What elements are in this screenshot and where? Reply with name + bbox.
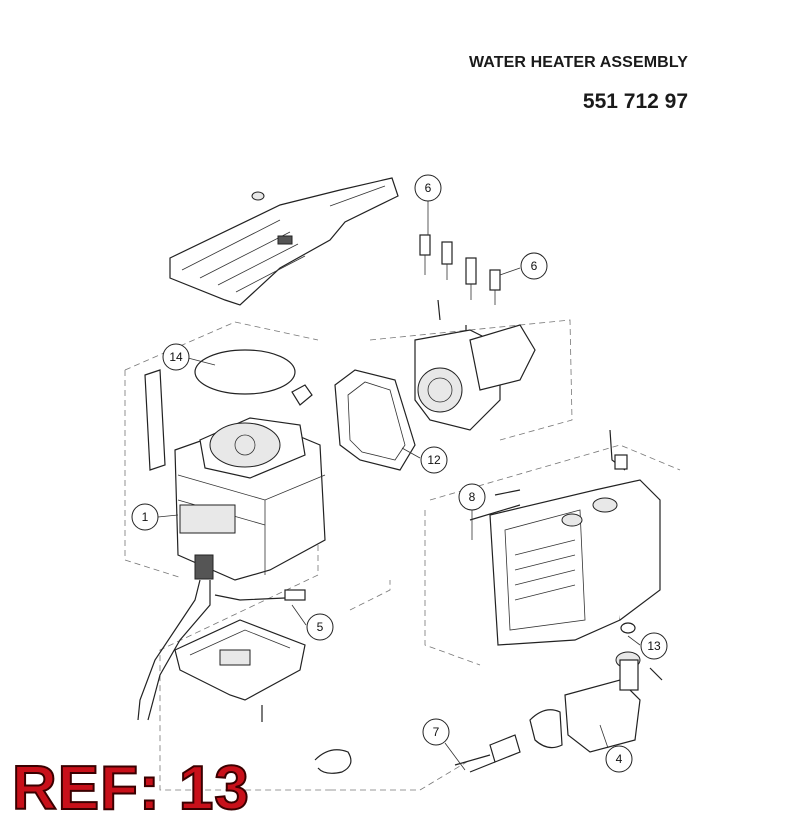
callout-label: 5 [317,620,324,634]
callout-4: 4 [605,745,633,773]
circulation-pump [529,622,663,753]
callout-label: 7 [433,725,440,739]
part-number: 551 712 97 [582,90,688,113]
top-cover [169,177,399,306]
callout-label: 6 [531,259,538,273]
callout-14: 14 [162,343,190,371]
leader-lines [157,201,641,771]
callout-6b: 6 [520,252,548,280]
callout-6a: 6 [414,174,442,202]
wire-harness [137,579,306,721]
callout-label: 1 [142,510,149,524]
callout-7: 7 [422,718,450,746]
flange-gasket [334,369,416,471]
callout-label: 4 [616,752,623,766]
callout-label: 14 [169,350,183,364]
callout-12: 12 [420,446,448,474]
callout-label: 12 [427,453,441,467]
ref-label: REF: 13 [11,754,250,823]
heat-exchanger [469,429,661,646]
callout-label: 6 [425,181,432,195]
callout-label: 8 [469,490,476,504]
callout-5: 5 [306,613,334,641]
callout-13: 13 [640,632,668,660]
o-ring-gasket [194,349,296,395]
heater-body [144,369,326,581]
pump-connector [454,734,521,773]
base-plate [174,619,306,722]
callout-label: 13 [647,639,661,653]
glow-pin-assembly [414,234,536,431]
callout-8: 8 [458,483,486,511]
hose-clip [314,749,352,774]
diagram-title: WATER HEATER ASSEMBLY [468,54,688,71]
sensor-plug [291,384,313,406]
callout-1: 1 [131,503,159,531]
